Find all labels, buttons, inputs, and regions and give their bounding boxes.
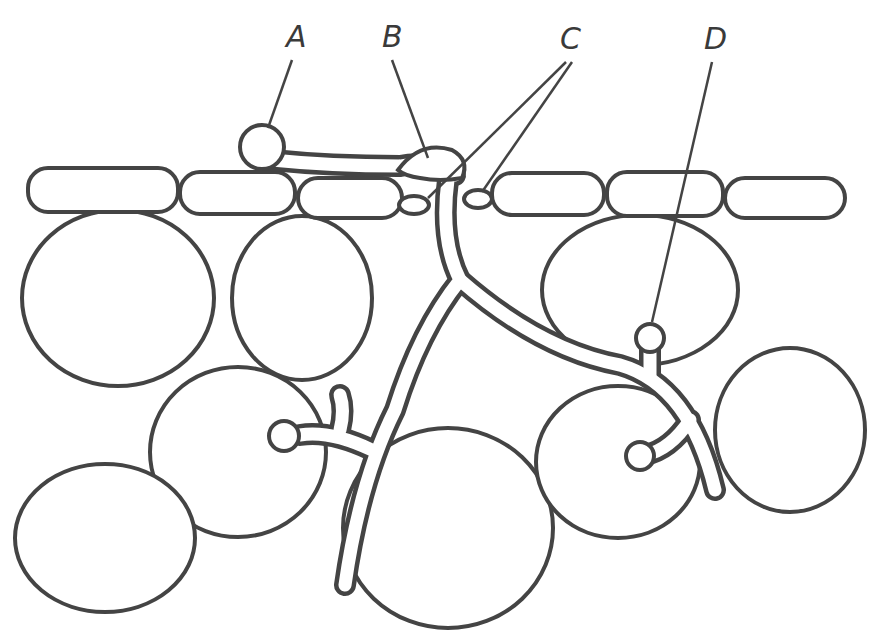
part-letter: B (382, 22, 403, 52)
part-letter: A (286, 22, 307, 52)
part-letter: C (560, 24, 581, 54)
part-letter: D (704, 24, 727, 54)
